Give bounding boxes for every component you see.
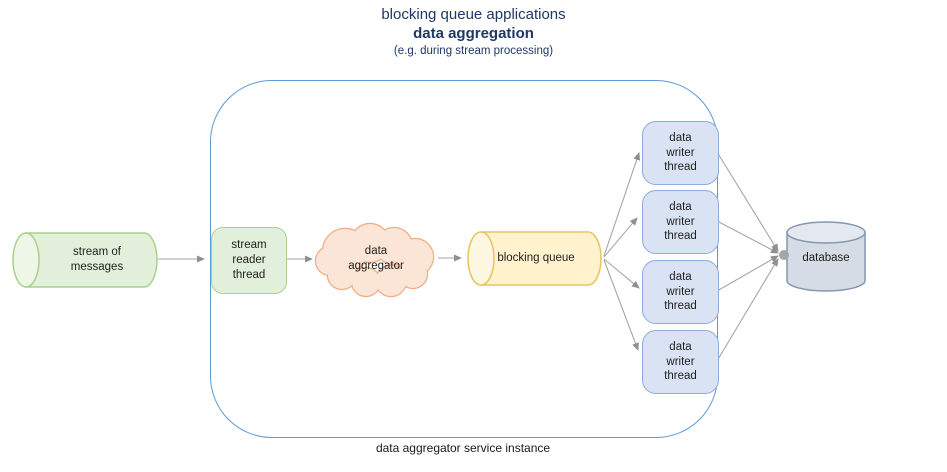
arrow-writer-4-to-database (716, 258, 779, 362)
arrow-writer-1-to-database (716, 151, 779, 252)
data-writer-thread-box: data writer thread (642, 190, 719, 254)
data-aggregator-label: data aggregator (348, 245, 404, 272)
service-instance-container (210, 80, 718, 438)
container-caption: data aggregator service instance (375, 441, 551, 455)
title-block: blocking queue applications data aggrega… (0, 6, 947, 58)
stream-of-messages-cylinder (12, 232, 158, 288)
arrow-queue-to-writer-3 (603, 258, 640, 289)
arrow-writer-3-to-database (716, 255, 779, 292)
arrow-queue-to-writer-4 (603, 259, 639, 351)
page-title: blocking queue applications (381, 6, 566, 23)
arrow-queue-to-writer-1 (603, 152, 641, 257)
page-subtitle-note: (e.g. during stream processing) (393, 44, 554, 57)
arrow-queue-to-writer-2 (603, 217, 638, 258)
arrow-convergence-dot (779, 250, 789, 260)
blocking-queue-label: blocking queue (497, 251, 575, 264)
arrow-writer-2-to-database (716, 220, 779, 254)
flow-arrows (158, 151, 779, 362)
data-writer-thread-box: data writer thread (642, 121, 719, 185)
blocking-queue-cylinder (467, 231, 602, 286)
page-subtitle: data aggregation (413, 25, 534, 43)
data-writer-thread-box: data writer thread (642, 330, 719, 394)
data-aggregator-cloud (314, 222, 435, 298)
stream-of-messages-label: stream of messages (70, 246, 124, 273)
stream-reader-thread-box: stream reader thread (211, 227, 287, 294)
database-cylinder (786, 221, 866, 292)
data-writer-thread-box: data writer thread (642, 260, 719, 324)
database-label: database (802, 251, 850, 264)
